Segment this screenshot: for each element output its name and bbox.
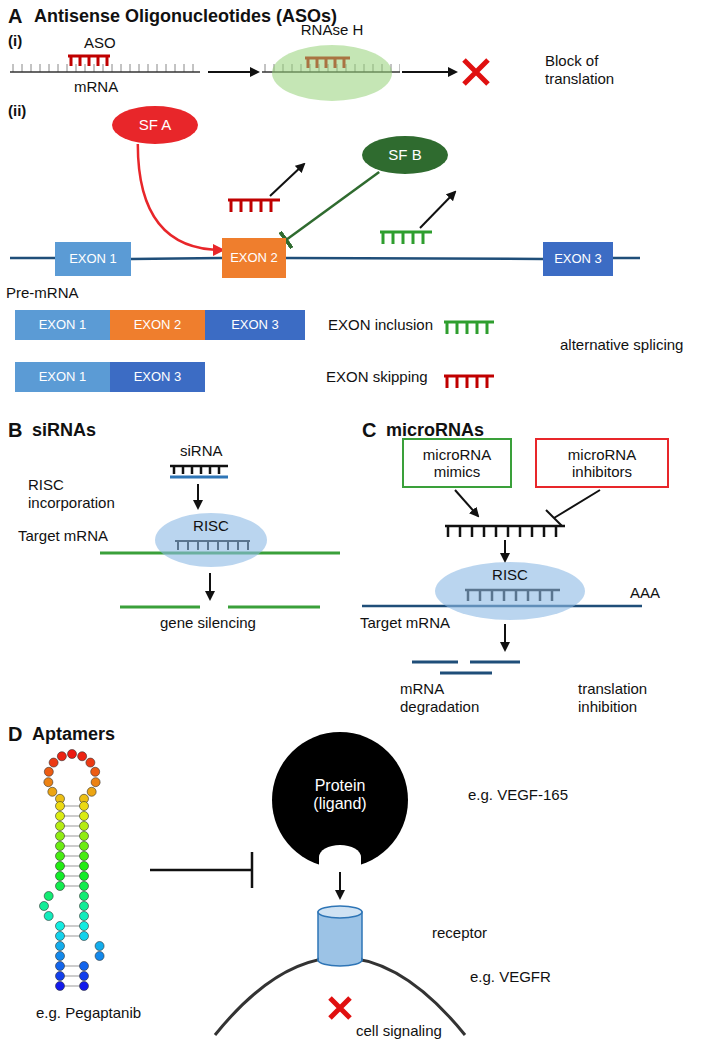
receptor-symbol: [318, 906, 362, 966]
inhibition-line: [546, 490, 600, 526]
outcome-label: Block of translation: [545, 52, 645, 88]
mrna-fragments: [120, 606, 320, 609]
subpanel-label: (ii): [8, 102, 26, 120]
aso-strand: [444, 376, 494, 388]
process-label: RISC incorporation: [28, 476, 138, 512]
arrow: [270, 164, 304, 196]
node-text: EXON 2: [230, 251, 278, 266]
aptamer-structure: [40, 750, 105, 991]
mimics-box: microRNA mimics: [402, 438, 512, 488]
sirna-duplex: [170, 476, 228, 479]
mrna-fragments: [412, 662, 520, 673]
panel-letter: B: [8, 418, 22, 442]
node-text: RISC: [492, 566, 528, 583]
node-text: EXON 2: [134, 318, 182, 333]
arrow: [197, 484, 199, 508]
splice-factor: SF B: [362, 136, 448, 174]
panel-title: Aptamers: [32, 724, 115, 746]
node-text: EXON 1: [39, 318, 87, 333]
connector: [286, 258, 543, 259]
risc-complex: RISC: [435, 562, 585, 620]
component-label: mRNA: [74, 78, 118, 96]
node-text: SF B: [388, 146, 421, 163]
example-label: e.g. Pegaptanib: [36, 1004, 141, 1022]
arrow: [402, 71, 456, 73]
node-text: EXON 3: [554, 252, 602, 267]
splice-factor: SF A: [112, 106, 198, 144]
enzyme-ellipse: RNAse H: [272, 45, 392, 101]
component-label: Pre-mRNA: [6, 284, 79, 302]
connector: [138, 144, 222, 250]
panel-letter: A: [8, 4, 22, 28]
outcome-label: cell signaling: [356, 1022, 442, 1040]
outcome-label: gene silencing: [160, 614, 256, 632]
exon-box: EXON 3: [543, 242, 613, 276]
arrow: [455, 490, 478, 516]
node-text: microRNA mimics: [404, 446, 510, 481]
risc-complex: RISC: [155, 513, 267, 567]
node-text: EXON 1: [39, 370, 87, 385]
panel-title: Antisense Oligonucleotides (ASOs): [34, 6, 337, 28]
node-text: Protein (ligand): [292, 777, 388, 814]
connector: [286, 172, 379, 240]
microrna-strand: [445, 526, 565, 537]
panel-title: siRNAs: [32, 420, 96, 442]
protein-ligand: Protein (ligand): [272, 732, 408, 868]
arrow: [504, 624, 506, 650]
example-label: e.g. VEGF-165: [468, 786, 568, 804]
panel-letter: C: [362, 418, 376, 442]
inhibition-line: [150, 852, 252, 888]
node-text: EXON 3: [134, 370, 182, 385]
aso-strand: [228, 200, 280, 212]
connector: [131, 258, 222, 259]
panel-title: microRNAs: [386, 420, 484, 442]
arrow: [208, 71, 258, 73]
arrow: [420, 192, 455, 228]
block-cross: [330, 998, 350, 1018]
binding-notch: [319, 845, 361, 869]
component-label: siRNA: [180, 442, 223, 460]
example-label: e.g. VEGFR: [470, 968, 551, 986]
node-text: EXON 3: [231, 318, 279, 333]
outcome-label: translation inhibition: [578, 680, 678, 716]
component-label: ASO: [84, 34, 116, 52]
outcome-label: mRNA degradation: [400, 680, 500, 716]
outcome-label: EXON inclusion: [328, 316, 433, 334]
aso-strand: [380, 232, 432, 244]
sirna-duplex: [170, 466, 228, 474]
polya-tail: AAA: [630, 584, 660, 602]
subpanel-label: (i): [8, 32, 22, 50]
exon-segment: EXON 3: [205, 310, 305, 340]
aso-strand: [444, 322, 494, 334]
arrow: [504, 540, 506, 561]
block-cross: [464, 60, 488, 84]
exon-segment: EXON 1: [15, 362, 110, 392]
exon-box: EXON 2: [222, 238, 286, 278]
arrow: [339, 872, 341, 898]
node-text: EXON 1: [69, 252, 117, 267]
component-label: Target mRNA: [18, 527, 108, 545]
outcome-label: EXON skipping: [326, 368, 428, 386]
inhibitors-box: microRNA inhibitors: [535, 438, 669, 488]
node-text: RISC: [193, 517, 229, 534]
node-text: SF A: [139, 116, 172, 133]
component-label: receptor: [432, 924, 487, 942]
aso-strand: [68, 56, 110, 66]
arrow: [209, 573, 211, 599]
exon-box: EXON 1: [55, 242, 131, 276]
process-label: alternative splicing: [560, 336, 700, 354]
exon-segment: EXON 1: [15, 310, 110, 340]
exon-segment: EXON 3: [110, 362, 205, 392]
panel-letter: D: [8, 722, 22, 746]
exon-segment: EXON 2: [110, 310, 205, 340]
component-label: Target mRNA: [360, 614, 450, 632]
node-text: microRNA inhibitors: [537, 446, 667, 481]
